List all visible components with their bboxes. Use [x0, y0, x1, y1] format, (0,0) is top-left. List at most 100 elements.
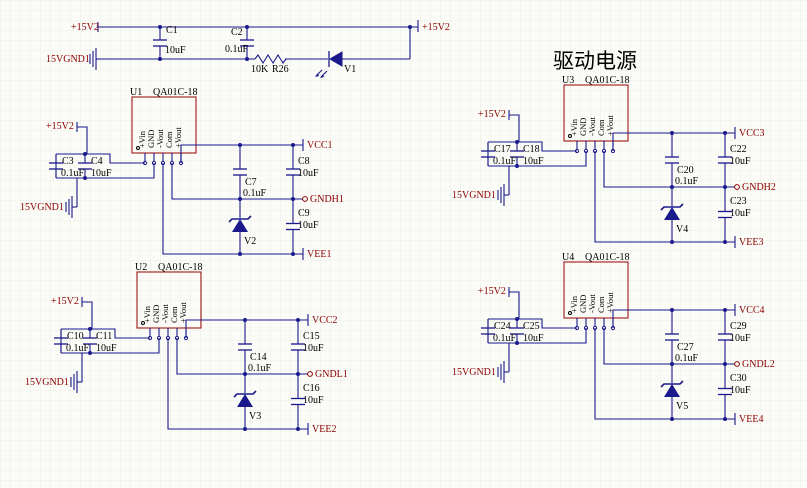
u2-vcc-net: VCC2: [312, 315, 338, 326]
u2-zener-body: [237, 394, 253, 407]
u1-in-wire: [77, 126, 88, 154]
u3-pin-4: +Vout: [605, 115, 615, 136]
u1-zener-ref: V2: [244, 236, 256, 247]
u3-body: [563, 84, 629, 142]
u2-pin-2: -Vout: [160, 304, 170, 323]
u1-node-vcc-a: [238, 143, 242, 147]
u4-gnd-bus: [488, 328, 587, 344]
u2-node-vee-b: [296, 427, 300, 431]
u4-node-vcc-a: [670, 308, 674, 312]
u4-com-rail: [603, 328, 735, 365]
u4-cm-ref: C27: [677, 342, 694, 353]
u2-node-in-b: [88, 351, 92, 355]
u1-pin-1: GND: [146, 130, 156, 148]
u4-part: QA01C-18: [585, 252, 629, 263]
u3-ct-value: 10uF: [730, 156, 751, 167]
u1-gnd-bus: [56, 163, 155, 179]
u4-pin-2: -Vout: [587, 294, 597, 313]
u2-node-com-b: [296, 372, 300, 376]
u1-cin-b-ref: C4: [91, 156, 103, 167]
c1-node-top: [158, 25, 162, 29]
u2-in-wire: [82, 301, 93, 329]
u4-pin-4: +Vout: [605, 292, 615, 313]
u2-gnd-net: 15VGND1: [25, 377, 69, 388]
u4-node-com-b: [723, 362, 727, 366]
u3-gnd-bus: [488, 151, 587, 167]
u2-cb-ref: C16: [303, 383, 320, 394]
u4-gnd-out-net: GNDL2: [742, 359, 775, 370]
u1-cin-b-value: 10uF: [91, 168, 112, 179]
u1-gnd-out-net: GNDH1: [310, 194, 344, 205]
u2-node-in-a: [88, 327, 92, 331]
u1-vee-rail: [162, 163, 303, 255]
u3-zener-ref: V4: [676, 224, 688, 235]
u1-vcc-rail: [180, 144, 303, 163]
u1-part: QA01C-18: [153, 87, 197, 98]
u1-node-in-b: [83, 176, 87, 180]
u4-zener-ref: V5: [676, 401, 688, 412]
u1-cm-value: 0.1uF: [243, 188, 267, 199]
u4-ct-ref: C29: [730, 321, 747, 332]
u2-pin-0: +Vin: [142, 305, 152, 323]
u3-pin1-marker: [568, 134, 572, 138]
u4-vcc-rail: [612, 309, 735, 328]
u2-pin-3: Com: [169, 306, 179, 323]
u3-gnd-port: [734, 184, 740, 190]
u1-pin-4: +Vout: [173, 127, 183, 148]
u1-pin-0: +Vin: [137, 130, 147, 148]
u1-com-rail: [171, 163, 303, 200]
u3-cin-a-ref: C17: [494, 144, 511, 155]
u2-cin-a-ref: C10: [67, 331, 84, 342]
u3-vcc-rail: [612, 132, 735, 151]
u4-cm-value: 0.1uF: [675, 353, 699, 364]
u3-ref: U3: [562, 75, 574, 86]
u1-gnd-port: [302, 196, 308, 202]
net-label-gnd: 15VGND1: [46, 54, 90, 65]
r26-value: 10K: [251, 64, 269, 75]
u2-cm-value: 0.1uF: [248, 363, 272, 374]
u4-node-in-b: [515, 341, 519, 345]
u3-gnd-out-net: GNDH2: [742, 182, 776, 193]
u1-cb-ref: C9: [298, 208, 310, 219]
u4-pin1-marker: [568, 311, 572, 315]
u4-ref: U4: [562, 252, 574, 263]
u2-cin-a-value: 0.1uF: [66, 343, 90, 354]
c1-value: 10uF: [165, 45, 186, 56]
u2-vee-rail: [167, 338, 308, 430]
u1-cm-ref: C7: [245, 177, 257, 188]
u3-node-vcc-b: [723, 131, 727, 135]
u1-cin-a-value: 0.1uF: [61, 168, 85, 179]
v1-led: [315, 50, 343, 78]
u2-zener-bar: [233, 390, 257, 398]
u1-node-vcc-b: [291, 143, 295, 147]
u1-pin1-marker: [136, 146, 140, 150]
u1-ct-value: 10uF: [298, 168, 319, 179]
u2-com-rail: [176, 338, 308, 375]
u2-zener-ref: V3: [249, 411, 261, 422]
u3-com-rail: [603, 151, 735, 188]
u4-zener-body: [664, 384, 680, 397]
u1-node-vee-b: [291, 252, 295, 256]
c2-value: 0.1uF: [225, 44, 249, 55]
u4-in-net: +15V2: [478, 286, 506, 297]
u3-cm-value: 0.1uF: [675, 176, 699, 187]
u1-zener-bar: [228, 215, 252, 223]
u2-body: [136, 271, 202, 329]
r26-resistor: [254, 53, 287, 65]
ground-symbol: [89, 48, 100, 70]
u2-gnd-out-net: GNDL1: [315, 369, 348, 380]
u2-pin-1: GND: [151, 305, 161, 323]
u2-cm-ref: C14: [250, 352, 267, 363]
v1-ref: V1: [344, 64, 356, 75]
u2-pin-4: +Vout: [178, 302, 188, 323]
u1-body: [131, 96, 197, 154]
u4-vcc-net: VCC4: [739, 305, 765, 316]
u1-zener-body: [232, 219, 248, 232]
u1-node-com-b: [291, 197, 295, 201]
u2-cin-b-value: 10uF: [96, 343, 117, 354]
